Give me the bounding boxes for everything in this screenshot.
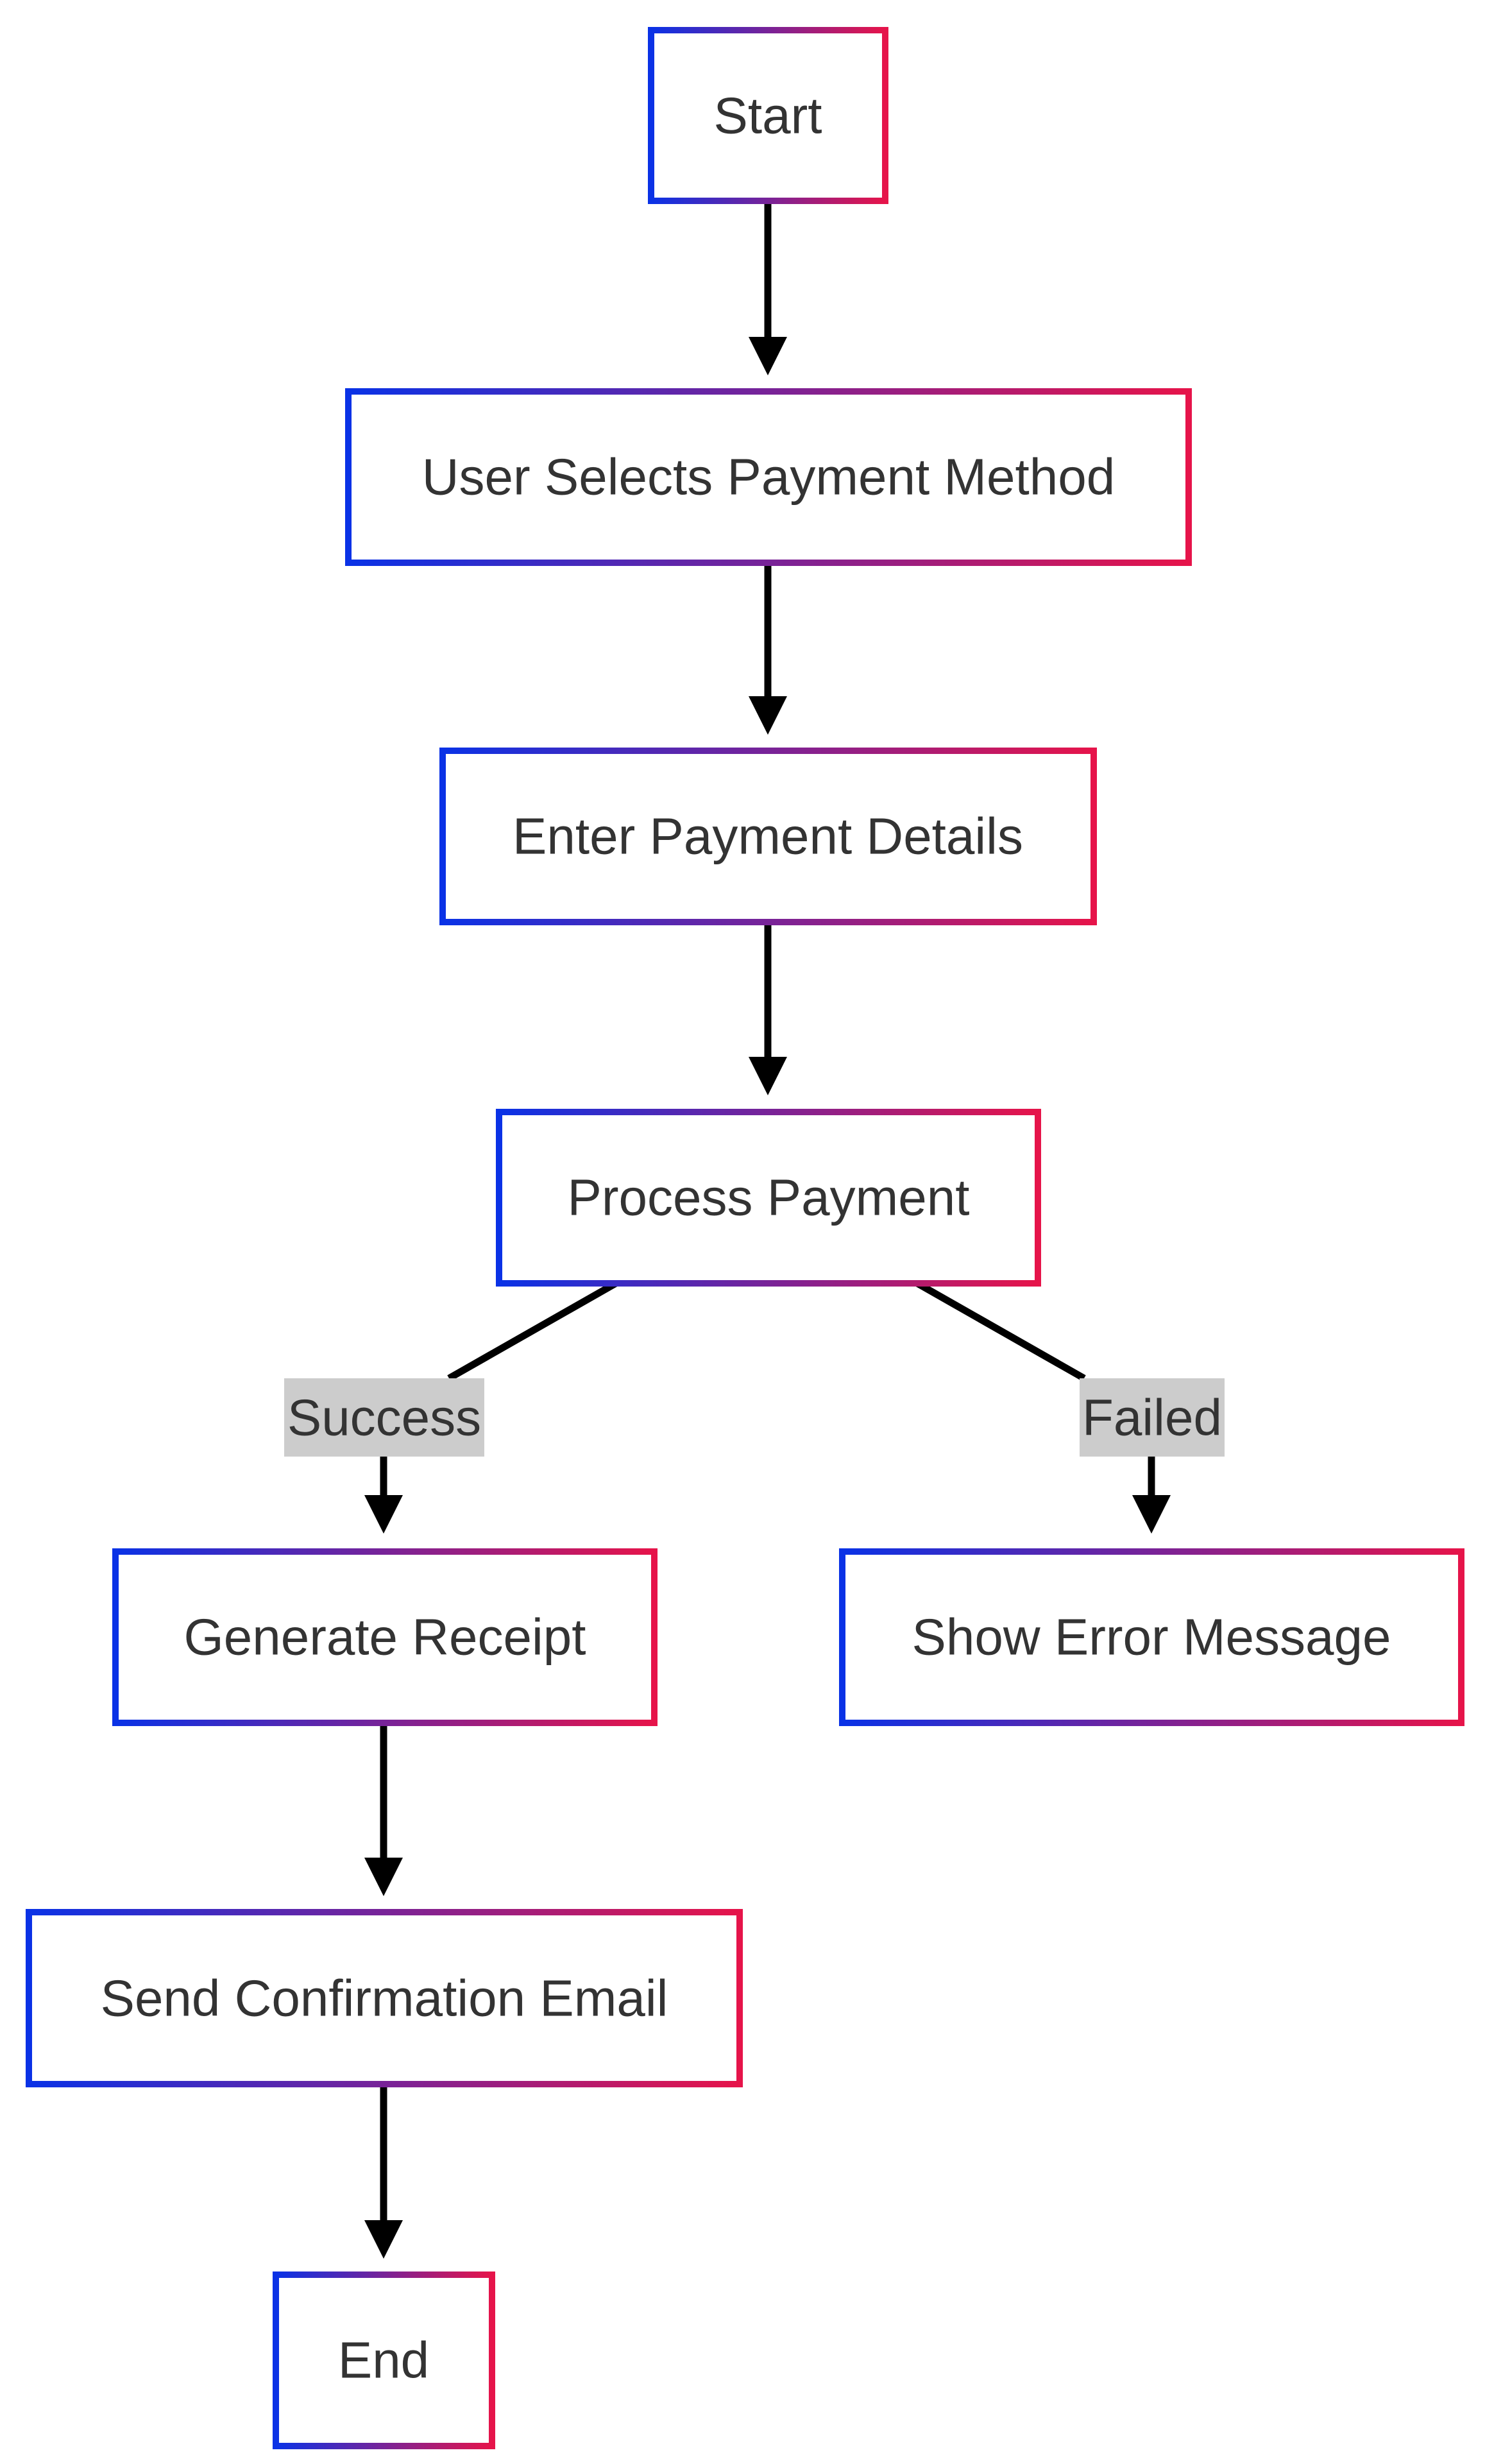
node-send-confirmation-email-label: Send Confirmation Email: [101, 1970, 668, 2027]
edge-process-payment-to-show-error: Failed: [915, 1280, 1225, 1534]
node-select-payment-method-label: User Selects Payment Method: [422, 449, 1115, 506]
edge-generate-receipt-to-send-email: [364, 1723, 403, 1896]
edges: Success Failed: [284, 201, 1225, 2259]
node-start: Start: [648, 27, 888, 204]
edge-process-payment-to-generate-receipt: Success: [284, 1280, 618, 1534]
node-process-payment-label: Process Payment: [568, 1169, 970, 1226]
node-end: End: [273, 2272, 495, 2449]
node-send-confirmation-email: Send Confirmation Email: [26, 1909, 743, 2087]
node-show-error-message-label: Show Error Message: [912, 1609, 1391, 1666]
node-process-payment: Process Payment: [496, 1109, 1041, 1287]
edge-start-to-select-method: [749, 201, 787, 375]
edge-send-email-to-end: [364, 2084, 403, 2259]
edge-label-success-bg: [284, 1378, 484, 1457]
edge-enter-details-to-process-payment: [749, 922, 787, 1095]
edge-select-method-to-enter-details: [749, 563, 787, 735]
node-end-label: End: [338, 2332, 429, 2389]
node-show-error-message: Show Error Message: [839, 1548, 1464, 1726]
edge-label-failed-bg: [1080, 1378, 1225, 1457]
edge-label-success: Success: [287, 1389, 481, 1446]
node-start-label: Start: [714, 87, 822, 144]
edge-label-failed: Failed: [1082, 1389, 1222, 1446]
node-enter-payment-details: Enter Payment Details: [439, 748, 1097, 925]
node-select-payment-method: User Selects Payment Method: [345, 388, 1192, 566]
node-enter-payment-details-label: Enter Payment Details: [513, 808, 1023, 865]
node-generate-receipt: Generate Receipt: [112, 1548, 658, 1726]
node-generate-receipt-label: Generate Receipt: [183, 1609, 586, 1666]
